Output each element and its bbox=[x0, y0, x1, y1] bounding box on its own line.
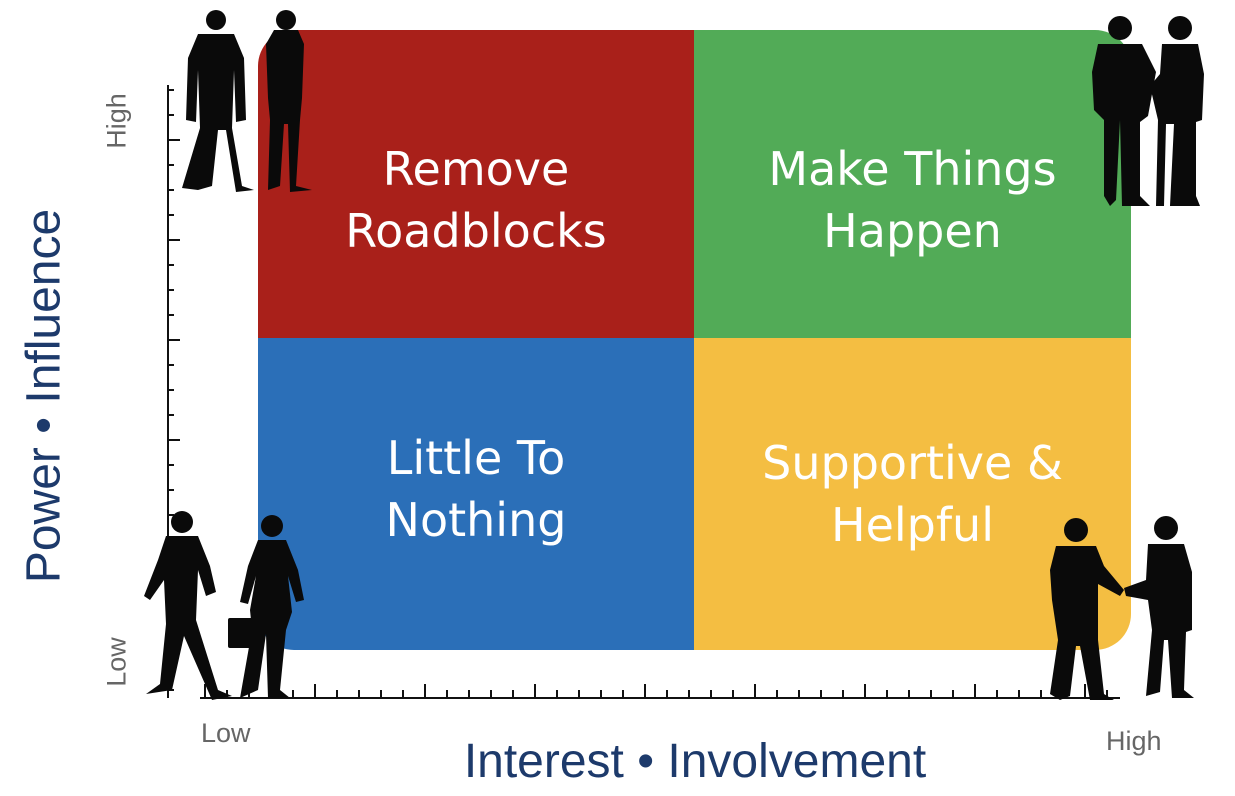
y-axis-low-label: Low bbox=[101, 637, 132, 687]
quadrant-label: Remove Roadblocks bbox=[345, 142, 607, 258]
quadrant-label: Make Things Happen bbox=[768, 142, 1057, 258]
x-axis-low-label: Low bbox=[201, 718, 251, 748]
quadrant-little-to-nothing: Little To Nothing bbox=[258, 338, 694, 650]
quadrant-label: Supportive & Helpful bbox=[762, 436, 1063, 552]
two-standing-people-icon bbox=[182, 10, 312, 192]
y-axis-title: Power • Influence bbox=[17, 208, 71, 584]
quadrant-label: Little To Nothing bbox=[385, 431, 567, 547]
x-axis-title: Interest • Involvement bbox=[463, 735, 927, 788]
x-axis bbox=[200, 684, 1120, 699]
x-axis-high-label: High bbox=[1106, 726, 1162, 756]
handshake-people-icon bbox=[1050, 516, 1194, 700]
y-axis-high-label: High bbox=[101, 93, 132, 149]
two-talking-men-icon bbox=[1092, 16, 1204, 206]
two-walking-people-icon bbox=[144, 511, 304, 700]
quadrant-remove-roadblocks: Remove Roadblocks bbox=[258, 30, 694, 338]
quadrant-make-things-happen: Make Things Happen bbox=[694, 30, 1131, 338]
